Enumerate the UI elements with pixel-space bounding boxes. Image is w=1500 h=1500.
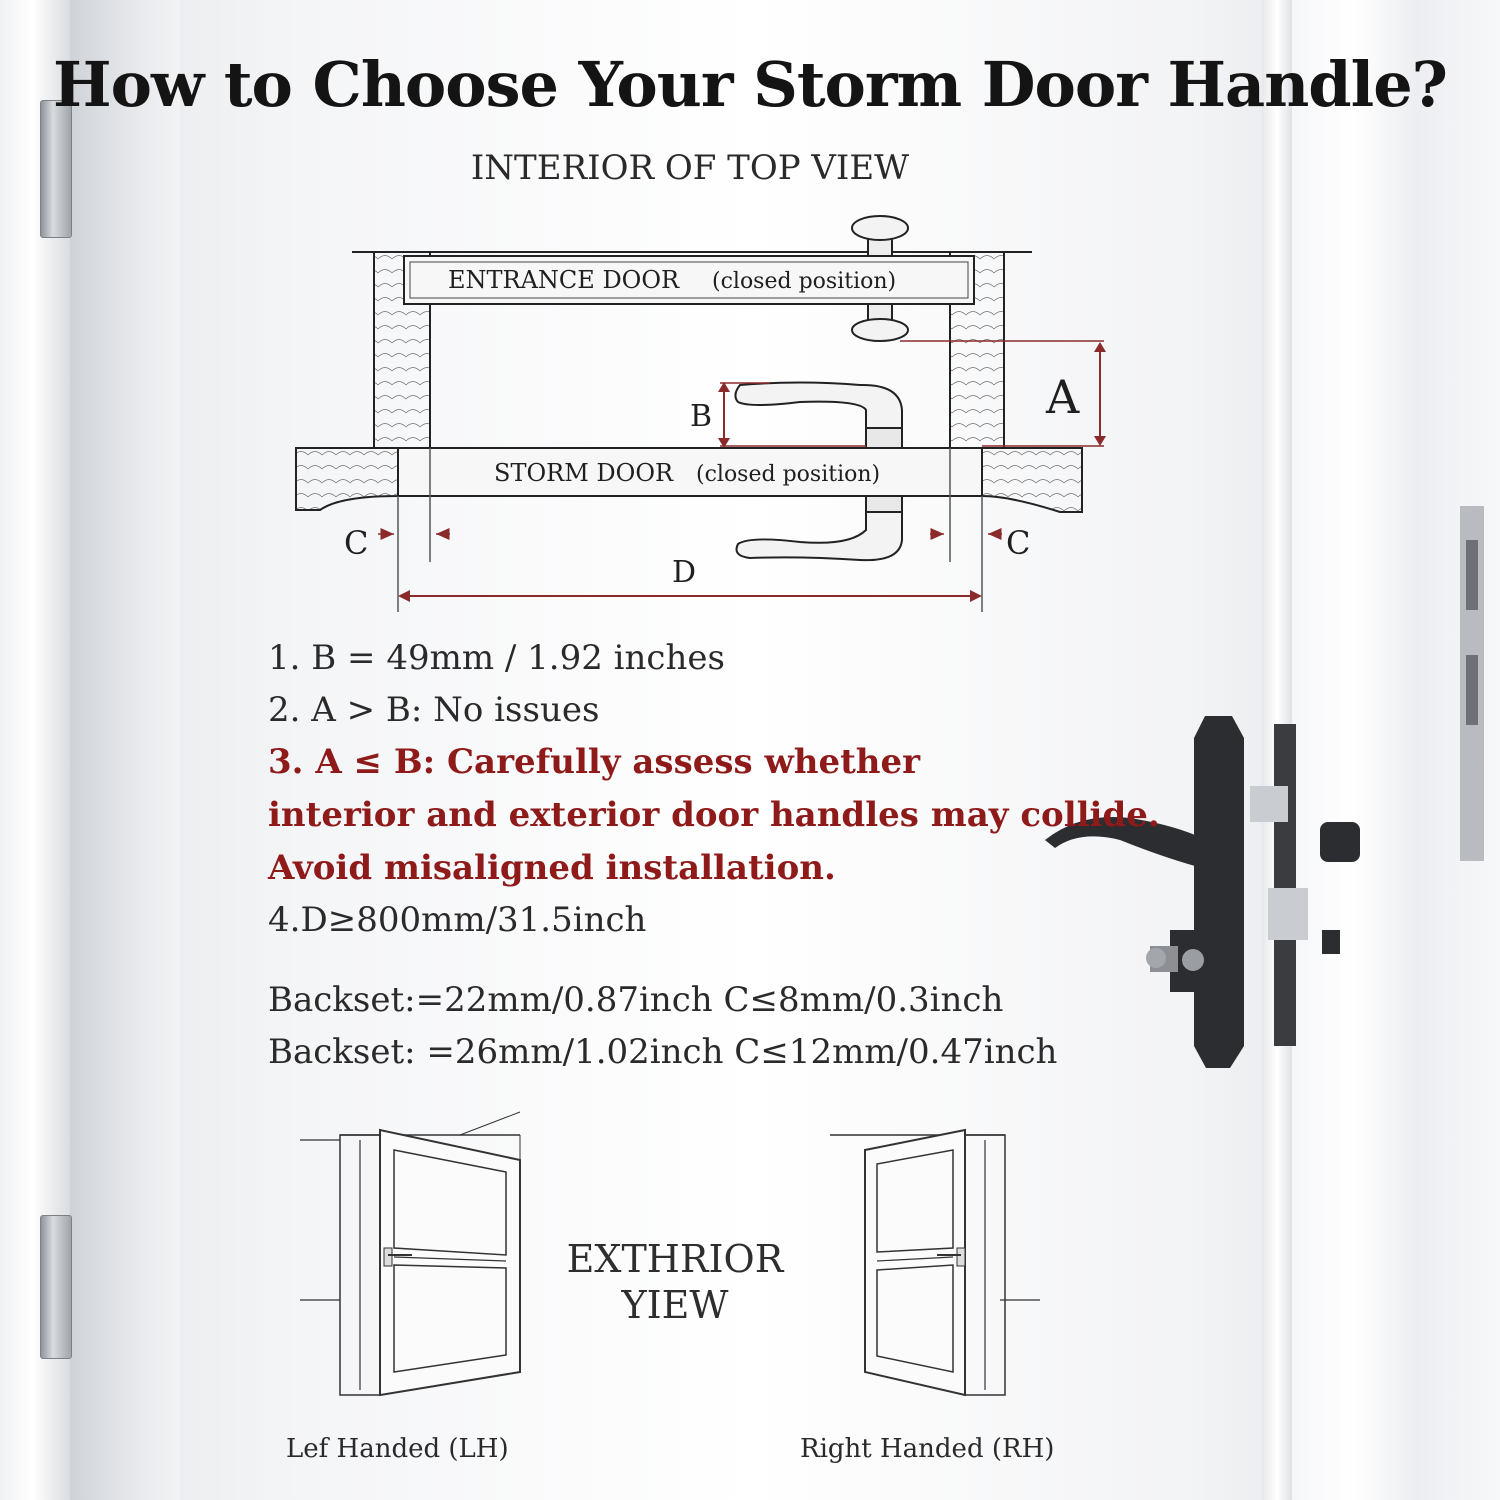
door-lever-handle-bottom-icon xyxy=(735,511,903,562)
entrance-door-label: ENTRANCE DOOR xyxy=(448,266,680,294)
storm-door-label: STORM DOOR xyxy=(494,459,674,487)
page-title: How to Choose Your Storm Door Handle? xyxy=(53,48,1448,121)
left-handed-label: Lef Handed (LH) xyxy=(286,1434,509,1464)
spec-line-6: 4.D≥800mm/31.5inch xyxy=(268,900,647,940)
right-handed-label: Right Handed (RH) xyxy=(800,1434,1055,1464)
storm-door-illustration-right-icon xyxy=(830,1128,1040,1397)
storm-frame-right-wood xyxy=(981,447,1083,513)
spec-line-2: 2. A > B: No issues xyxy=(268,690,600,730)
entrance-knob-bottom-icon xyxy=(851,318,909,342)
dimension-b-label: B xyxy=(690,399,712,434)
storm-frame-left-wood xyxy=(295,447,399,511)
exterior-view-label-line2: YIEW xyxy=(621,1283,729,1327)
entrance-door-note: (closed position) xyxy=(712,269,896,294)
diagram-subtitle: INTERIOR OF TOP VIEW xyxy=(470,148,910,188)
storm-door-note: (closed position) xyxy=(696,462,880,487)
spec-line-3: 3. A ≤ B: Carefully assess whether xyxy=(268,742,921,782)
backset-line-1: Backset:=22mm/0.87inch C≤8mm/0.3inch xyxy=(268,980,1004,1020)
spec-line-5: Avoid misaligned installation. xyxy=(268,848,836,888)
exterior-view-label-line1: EXTHRIOR xyxy=(566,1237,784,1281)
storm-door-illustration-icon xyxy=(300,1111,521,1397)
storm-door-shape xyxy=(397,447,983,497)
backset-line-2: Backset: =26mm/1.02inch C≤12mm/0.47inch xyxy=(268,1032,1058,1072)
dimension-c-left-label: C xyxy=(344,524,368,562)
dimension-d-label: D xyxy=(672,555,696,590)
dimension-c-right-label: C xyxy=(1006,524,1030,562)
hinge-bottom-icon xyxy=(40,1215,72,1359)
door-frame-left-jamb xyxy=(70,0,180,1500)
hinge-top-icon xyxy=(40,100,72,238)
spec-line-4: interior and exterior door handles may c… xyxy=(268,795,1160,835)
entrance-knob-top-icon xyxy=(851,215,909,241)
door-lever-handle-icon xyxy=(734,381,903,431)
storm-door-handle-hardware xyxy=(1045,506,1484,1068)
dimension-a-label: A xyxy=(1045,370,1080,424)
spec-line-1: 1. B = 49mm / 1.92 inches xyxy=(268,638,725,678)
entrance-door-shape xyxy=(403,255,975,305)
